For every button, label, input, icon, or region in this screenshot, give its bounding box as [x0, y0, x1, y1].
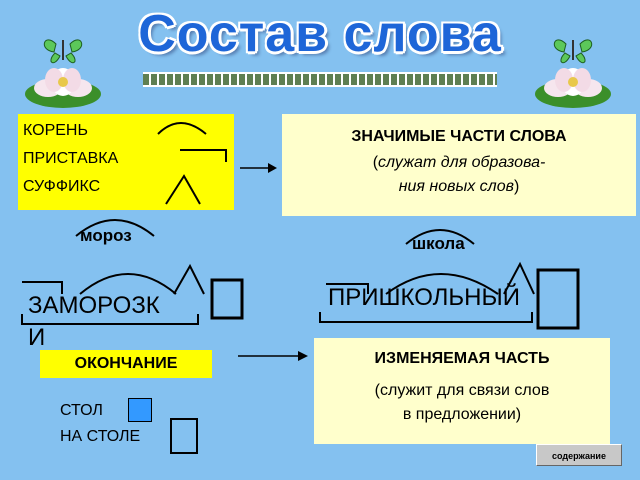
word-zamorozki-line1: ЗАМОРОЗК [28, 292, 160, 319]
decorative-divider [143, 72, 497, 87]
root-word-moroz: мороз [80, 226, 132, 245]
morpheme-symbols-icon [157, 122, 227, 205]
arrow-right-icon [240, 163, 277, 173]
page-title: Состав слова [138, 5, 502, 63]
contents-button-label: содержание [552, 451, 606, 461]
root-word-shkola: школа [412, 234, 465, 253]
morpheme-legend-box [18, 114, 234, 210]
ending-label: ОКОНЧАНИЕ [40, 350, 212, 378]
changeable-part-heading: ИЗМЕНЯЕМАЯ ЧАСТЬ [374, 350, 550, 367]
changeable-part-note-line1: (служит для связи слов [374, 382, 550, 399]
meaningful-parts-note-cont: ния новых слов) [398, 178, 520, 195]
changeable-part-note-line2: в предложении) [402, 406, 522, 423]
word-prishkolny: ПРИШКОЛЬНЫЙ [328, 284, 520, 311]
legend-root-label: КОРЕНЬ [23, 122, 88, 139]
legend-suffix-label: СУФФИКС [23, 178, 101, 195]
word-zamorozki-line2: И [28, 324, 46, 351]
zero-ending-marker [128, 398, 152, 422]
meaningful-parts-note: (служат для образова- [372, 154, 546, 171]
flower-butterfly-icon [25, 39, 101, 108]
meaningful-parts-note-line1: служат для образова- [378, 154, 546, 171]
meaningful-parts-box [282, 114, 636, 216]
changeable-part-box [314, 338, 610, 444]
root-arc-icon [75, 219, 155, 237]
flower-butterfly-icon [535, 39, 611, 108]
meaningful-parts-heading: ЗНАЧИМЫЕ ЧАСТИ СЛОВА [351, 128, 567, 145]
form-na-stole: НА СТОЛЕ [60, 428, 141, 445]
ending-frame-marker [170, 418, 198, 454]
arrow-right-icon [238, 351, 308, 361]
form-stol: СТОЛ [60, 402, 103, 419]
legend-prefix-label: ПРИСТАВКА [23, 150, 119, 167]
word-parse-marks [319, 261, 580, 330]
word-parse-marks [21, 263, 244, 325]
contents-button[interactable]: содержание [536, 444, 622, 466]
root-arc-icon [405, 229, 475, 245]
meaningful-parts-note-line2: ния новых слов [398, 178, 514, 195]
